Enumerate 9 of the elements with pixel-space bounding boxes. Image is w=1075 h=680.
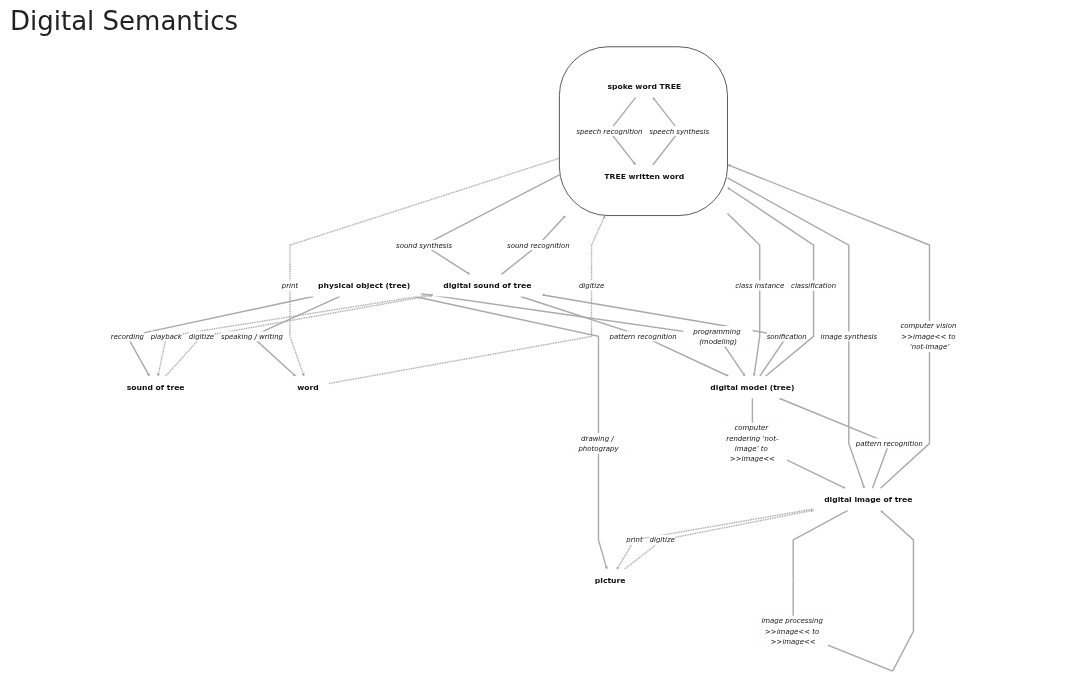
arrow <box>413 295 608 570</box>
arrow <box>727 187 815 378</box>
diagram-title: Digital Semantics <box>10 6 239 36</box>
arrow <box>726 212 761 377</box>
arrow <box>520 295 729 377</box>
cluster <box>559 46 728 216</box>
arrow <box>778 397 891 490</box>
arrow <box>419 292 746 377</box>
arrow <box>289 157 561 377</box>
